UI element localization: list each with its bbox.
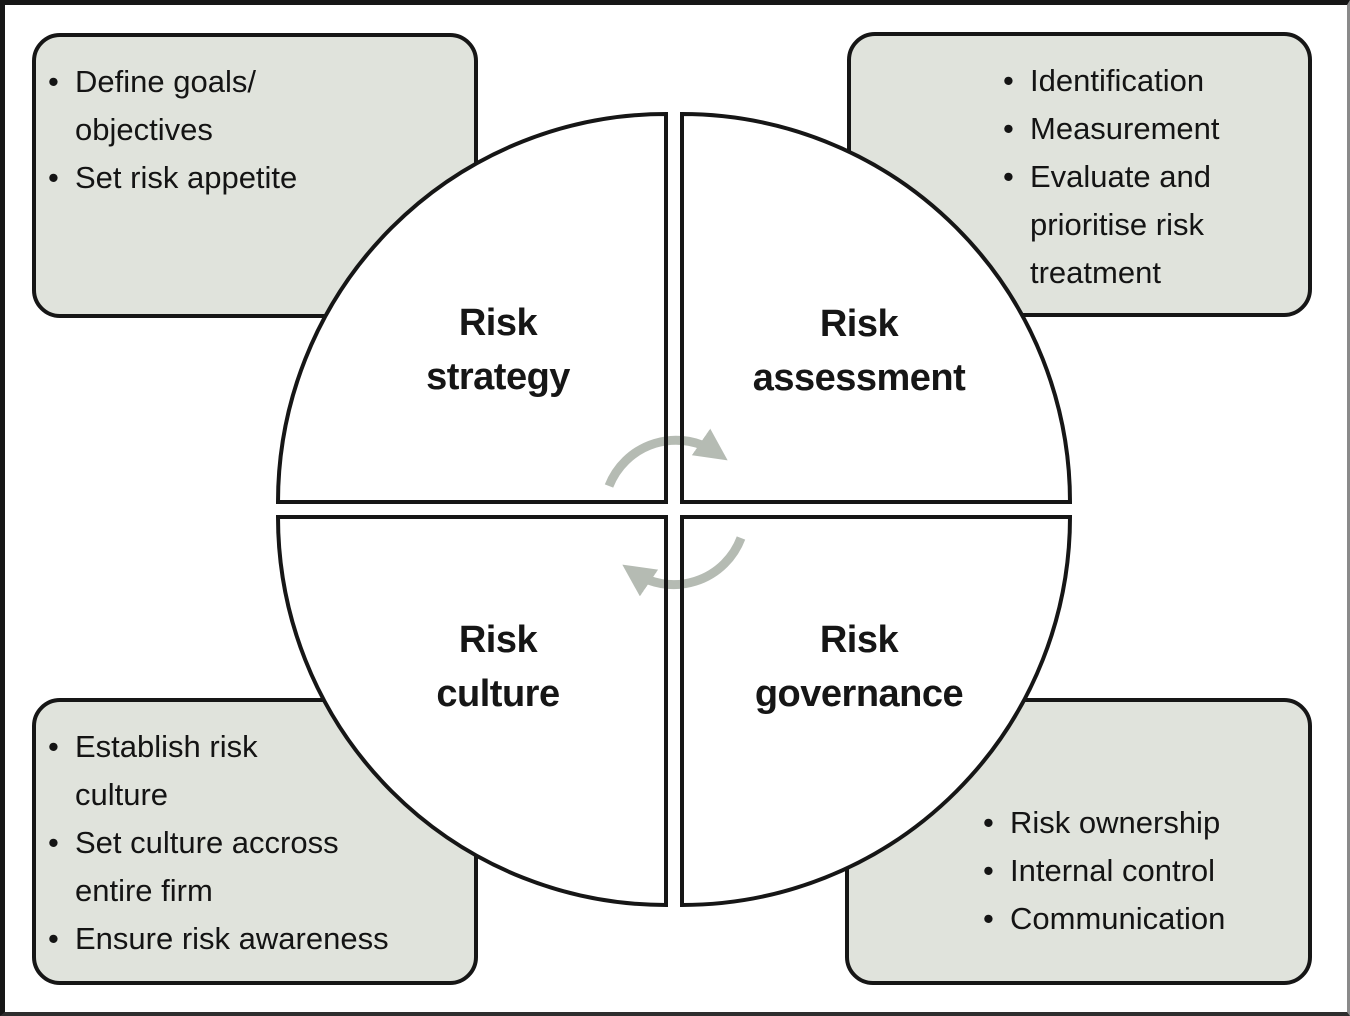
bullet-icon: • (1003, 159, 1014, 194)
quadrant-outline-top-right (680, 111, 1073, 504)
bullet-icon: • (983, 901, 994, 936)
list-item-text: Establish risk culture (75, 729, 258, 812)
list-item-text: Internal control (1010, 853, 1216, 888)
quadrant-fill-top-right (682, 114, 1070, 502)
list-item: • Identification (1003, 57, 1304, 105)
list-item: • Establish risk culture (48, 723, 466, 819)
quadrant-fill-top-left (278, 114, 666, 502)
list-item: • Internal control (983, 847, 1304, 895)
bullet-icon: • (48, 825, 59, 860)
list-item: • Measurement (1003, 105, 1304, 153)
quadrant-label-risk-culture: Risk culture (436, 619, 560, 715)
quadrant-fill-bottom-right (682, 517, 1070, 905)
list-item-text: Set risk appetite (75, 160, 298, 195)
list-item: • Define goals/ objectives (48, 58, 466, 154)
quadrant-label-risk-governance: Risk governance (754, 619, 964, 715)
bullet-icon: • (1003, 111, 1014, 146)
bullet-icon: • (48, 160, 59, 195)
list-item: • Set culture accross entire firm (48, 819, 466, 915)
bullet-icon: • (48, 921, 59, 956)
list-item: • Evaluate and prioritise risk treatment (1003, 153, 1304, 297)
quadrant-outline-bottom-right (680, 515, 1073, 908)
quadrant-outline-top-left (275, 111, 668, 504)
cycle-arrow-clockwise-bottom (622, 536, 746, 597)
bullet-icon: • (1003, 63, 1014, 98)
bullet-icon: • (48, 729, 59, 764)
list-item-text: Communication (1010, 901, 1226, 936)
quadrant-label-risk-strategy: Risk strategy (426, 302, 570, 398)
list-item-text: Identification (1030, 63, 1205, 98)
bullet-icon: • (48, 64, 59, 99)
bullet-icon: • (983, 805, 994, 840)
list-item: • Communication (983, 895, 1304, 943)
list-item: • Ensure risk awareness (48, 915, 466, 963)
risk-strategy-notes-box: • Define goals/ objectives • Set risk ap… (32, 33, 478, 318)
list-item: • Set risk appetite (48, 154, 466, 202)
quadrant-fill-bottom-left (278, 517, 666, 905)
list-item-text: Measurement (1030, 111, 1220, 146)
list-item-text: Risk ownership (1010, 805, 1221, 840)
list-item-text: Define goals/ objectives (75, 64, 256, 147)
quadrant-outline-bottom-left (275, 515, 668, 908)
cycle-arrow-clockwise-top (604, 428, 728, 488)
list-item-text: Ensure risk awareness (75, 921, 389, 956)
list-item-text: Evaluate and prioritise risk treatment (1030, 159, 1211, 290)
list-item-text: Set culture accross entire firm (75, 825, 339, 908)
list-item: • Risk ownership (983, 799, 1304, 847)
bullet-icon: • (983, 853, 994, 888)
quadrant-label-risk-assessment: Risk assessment (752, 303, 966, 399)
